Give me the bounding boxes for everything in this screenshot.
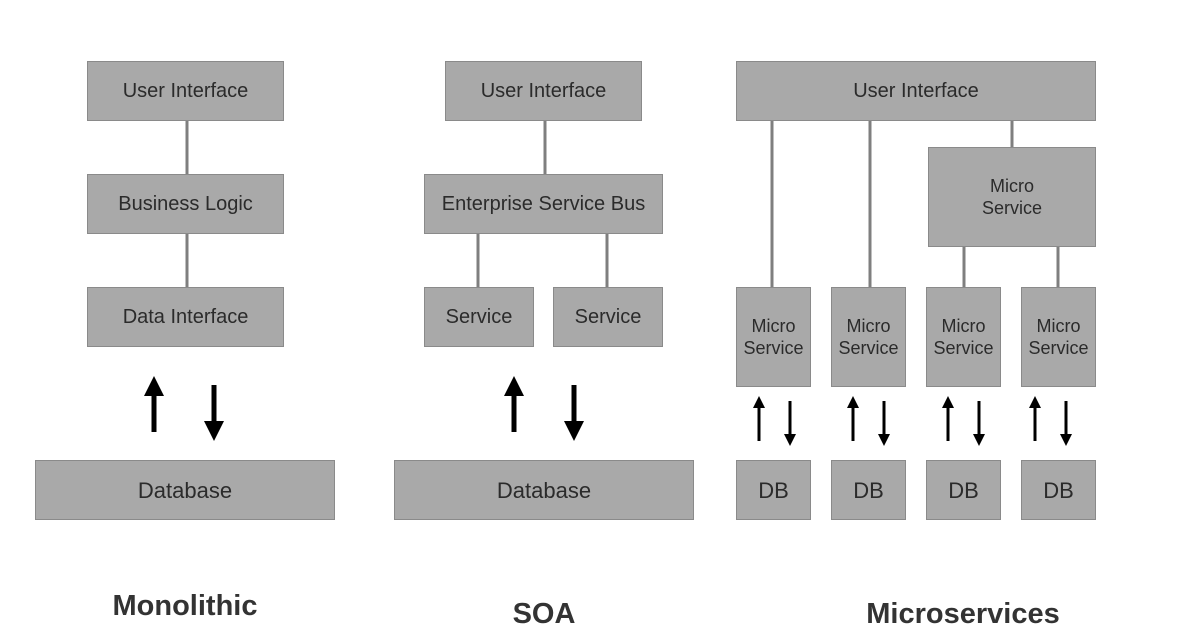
- ms-db-box-1: DB: [736, 460, 811, 520]
- mono-user-interface-box: User Interface: [87, 61, 284, 121]
- ms-micro-service-box-1: Micro Service: [736, 287, 811, 387]
- soa-caption: SOA: [512, 598, 576, 630]
- ms-db-box-3: DB: [926, 460, 1001, 520]
- soa-user-interface-box: User Interface: [445, 61, 642, 121]
- ms-micro-service-box-2: Micro Service: [831, 287, 906, 387]
- soa-esb-box: Enterprise Service Bus: [424, 174, 663, 234]
- mono-data-interface-box: Data Interface: [87, 287, 284, 347]
- mono-database-box: Database: [35, 460, 335, 520]
- ms-micro-service-box-4: Micro Service: [1021, 287, 1096, 387]
- mono-business-logic-box: Business Logic: [87, 174, 284, 234]
- soa-service-box-2: Service: [553, 287, 663, 347]
- ms-caption: Microservices: [866, 598, 1060, 630]
- soa-database-box: Database: [394, 460, 694, 520]
- ms-top-micro-service-box: Micro Service: [928, 147, 1096, 247]
- ms-db-box-2: DB: [831, 460, 906, 520]
- mono-caption: Monolithic: [112, 590, 258, 622]
- soa-service-box-1: Service: [424, 287, 534, 347]
- ms-micro-service-box-3: Micro Service: [926, 287, 1001, 387]
- ms-user-interface-box: User Interface: [736, 61, 1096, 121]
- ms-db-box-4: DB: [1021, 460, 1096, 520]
